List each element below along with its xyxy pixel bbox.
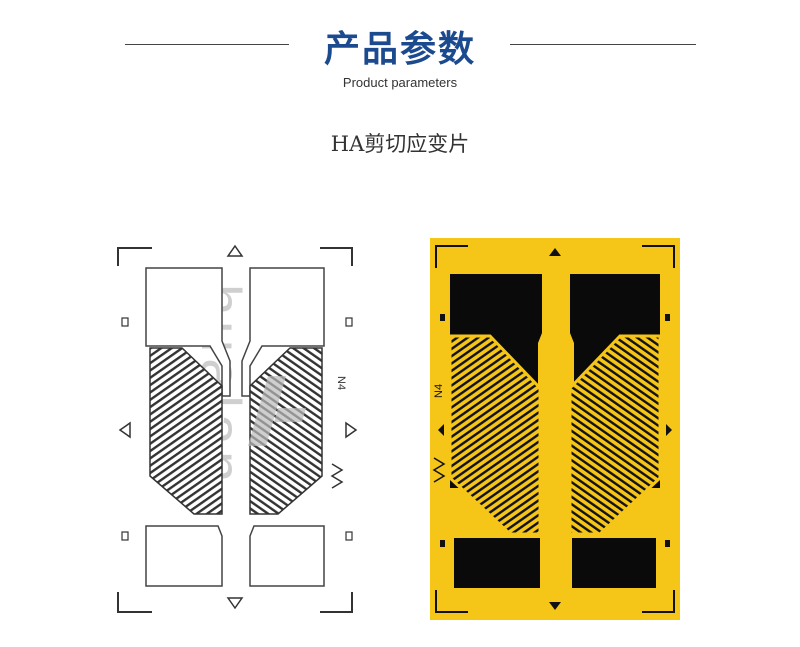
section-subtitle: Product parameters [342, 75, 458, 90]
marking-code-right: N4 [433, 384, 445, 398]
strain-gauge-pattern-image: hualan N4 [110, 236, 360, 622]
title-rule-right [510, 44, 696, 45]
title-rule-left [125, 44, 289, 45]
strain-gauge-product-photo: N4 [430, 238, 680, 620]
product-name: HA剪切应变片 [330, 132, 470, 156]
marking-code-left: N4 [335, 376, 347, 390]
section-title: 产品参数 [323, 29, 476, 70]
